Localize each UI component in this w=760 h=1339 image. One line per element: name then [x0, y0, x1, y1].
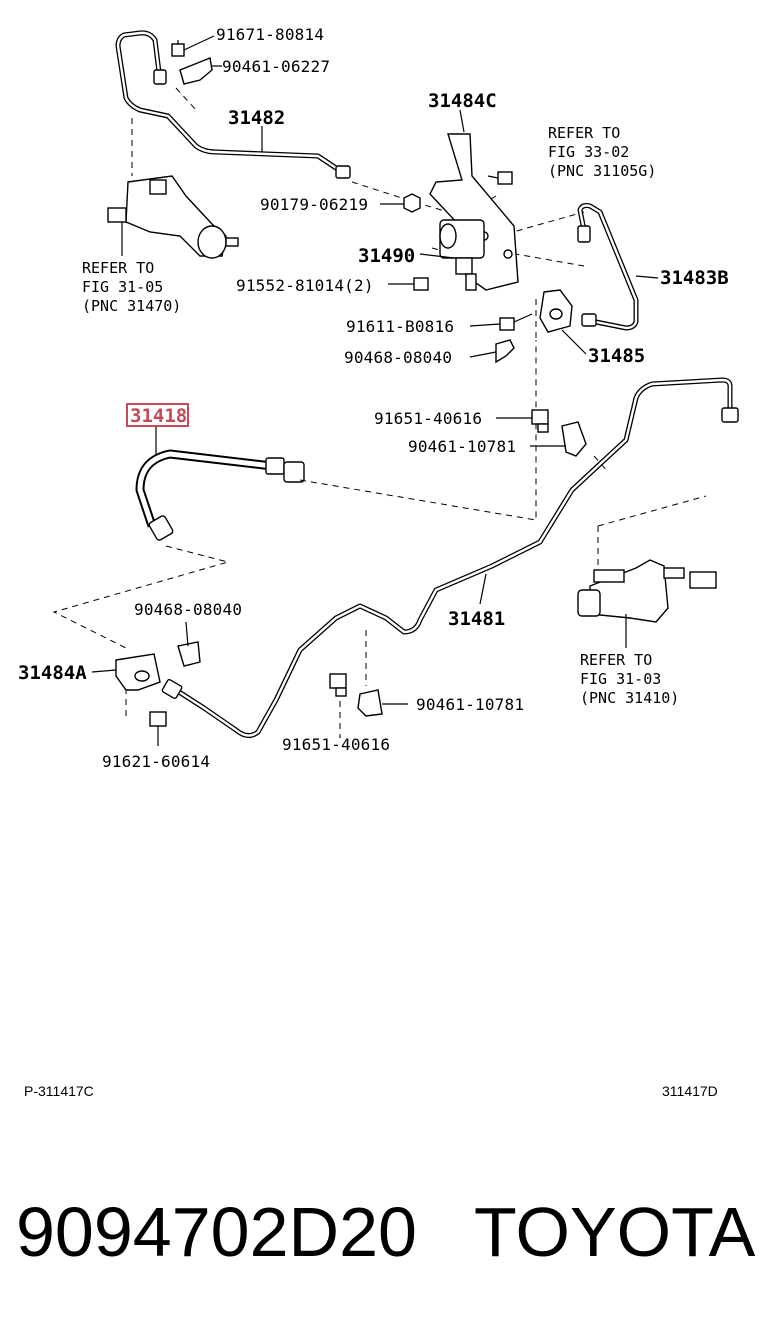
highlight-box [126, 403, 189, 427]
bolt-icon [171, 35, 215, 57]
clip-icon [179, 57, 222, 85]
label-90468-08040-top: 90468-08040 [344, 348, 452, 367]
leader-lines [91, 109, 659, 746]
pipe-31481 [161, 377, 739, 738]
pipe-31482 [115, 30, 351, 179]
label-31482: 31482 [228, 107, 285, 129]
label-90179-06219: 90179-06219 [260, 195, 368, 214]
label-90461-10781-top: 90461-10781 [408, 437, 516, 456]
clutch-cylinder-31410-icon [577, 559, 717, 648]
label-91552-81014: 91552-81014(2) [236, 276, 374, 295]
label-31418-highlighted[interactable]: 31418 [130, 405, 187, 427]
refer-fig-31-03-line1: REFER TO [580, 651, 652, 669]
bracket-31484a-icon [115, 653, 161, 691]
bolt-icon [499, 313, 533, 331]
label-91671-80814: 91671-80814 [216, 25, 324, 44]
part-labels: 91671-80814 90461-06227 31482 31484C REF… [18, 25, 729, 771]
bracket-31484c-icon [429, 133, 519, 291]
label-31484a: 31484A [18, 662, 87, 684]
label-90461-10781-bottom: 90461-10781 [416, 695, 524, 714]
clip-icon [177, 641, 201, 667]
label-90468-08040-bottom: 90468-08040 [134, 600, 242, 619]
part-number-caption: 9094702D20 [16, 1193, 417, 1271]
refer-fig-33-02-line2: FIG 33-02 [548, 143, 629, 161]
brand-caption: TOYOTA [474, 1193, 756, 1271]
label-91651-40616-top: 91651-40616 [374, 409, 482, 428]
label-31481: 31481 [448, 608, 505, 630]
label-31484c: 31484C [428, 90, 497, 112]
refer-fig-31-03-line2: FIG 31-03 [580, 670, 661, 688]
figure-code-left: P-311417C [24, 1083, 94, 1099]
label-91621-60614: 91621-60614 [102, 752, 210, 771]
bolt-icon [329, 673, 347, 697]
refer-fig-31-05-line1: REFER TO [82, 259, 154, 277]
refer-fig-33-02-line3: (PNC 31105G) [548, 162, 656, 180]
bolt-icon [149, 711, 167, 727]
flex-hose-31418 [135, 449, 305, 541]
refer-fig-31-05-line2: FIG 31-05 [82, 278, 163, 296]
label-31485: 31485 [588, 345, 645, 367]
label-91651-40616-bottom: 91651-40616 [282, 735, 390, 754]
label-31490: 31490 [358, 245, 415, 267]
nut-icon [403, 193, 421, 213]
clutch-master-cylinder-icon [107, 175, 239, 259]
refer-fig-33-02-line1: REFER TO [548, 124, 620, 142]
clip-icon [561, 421, 587, 457]
label-91611-b0816: 91611-B0816 [346, 317, 454, 336]
label-90461-06227: 90461-06227 [222, 57, 330, 76]
refer-fig-31-05-line3: (PNC 31470) [82, 297, 181, 315]
bolt-icon [487, 171, 513, 185]
bracket-31485-icon [539, 289, 573, 333]
valve-31490-icon [439, 219, 485, 291]
pipe-31483b [577, 203, 639, 331]
label-31483b: 31483B [660, 267, 729, 289]
bolt-icon [413, 277, 429, 291]
bolt-icon [531, 409, 549, 433]
clip-icon [495, 339, 515, 364]
figure-code-right: 311417D [662, 1083, 718, 1099]
refer-fig-31-03-line3: (PNC 31410) [580, 689, 679, 707]
clip-icon [357, 689, 383, 717]
